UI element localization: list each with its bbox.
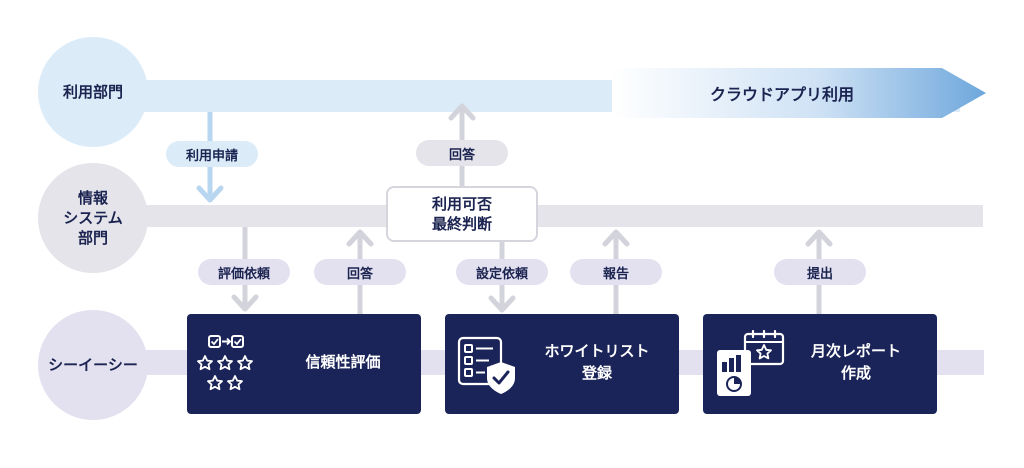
cloud-use-label: クラウドアプリ利用 [709,85,854,104]
eval-request-pill: 評価依頼 [198,259,290,285]
answer-pill-mid: 回答 [314,259,406,285]
submit-pill: 提出 [774,259,866,285]
cec-circle: シーイーシー [38,310,148,420]
submit-label: 提出 [806,266,833,282]
checklist-shield-icon [457,336,515,394]
usage-request-pill: 利用申請 [166,141,258,167]
report-pill: 報告 [570,259,662,285]
settings-request-pill: 設定依頼 [456,259,548,285]
cec-label: シーイーシー [48,355,138,374]
task-monthly-report-label: 月次レポート 作成 [810,342,901,382]
settings-request-label: 設定依頼 [475,266,528,282]
final-decision-box: 利用可否 最終判断 [386,186,538,242]
task-monthly-report: 月次レポート 作成 [703,314,937,414]
usage-request-label: 利用申請 [185,148,238,164]
star-rating-icon [197,335,253,391]
answer-mid-label: 回答 [346,266,373,282]
answer-pill-top: 回答 [416,140,508,166]
eval-request-label: 評価依頼 [217,266,270,282]
final-decision-label: 利用可否 最終判断 [431,194,492,233]
cloud-use-arrow [612,68,986,118]
answer-top-label: 回答 [448,147,475,163]
task-whitelist: ホワイトリスト 登録 [445,314,679,414]
user-dept-label: 利用部門 [62,82,123,101]
task-reliability-label: 信頼性評価 [305,353,381,371]
task-whitelist-label: ホワイトリスト 登録 [544,342,650,382]
report-label: 報告 [602,266,629,282]
it-dept-label: 情報 システム 部門 [63,188,123,248]
user-dept-circle: 利用部門 [38,37,148,147]
task-reliability-eval: 信頼性評価 [187,314,421,414]
it-dept-circle: 情報 システム 部門 [38,163,148,273]
monthly-report-icon [717,330,785,396]
